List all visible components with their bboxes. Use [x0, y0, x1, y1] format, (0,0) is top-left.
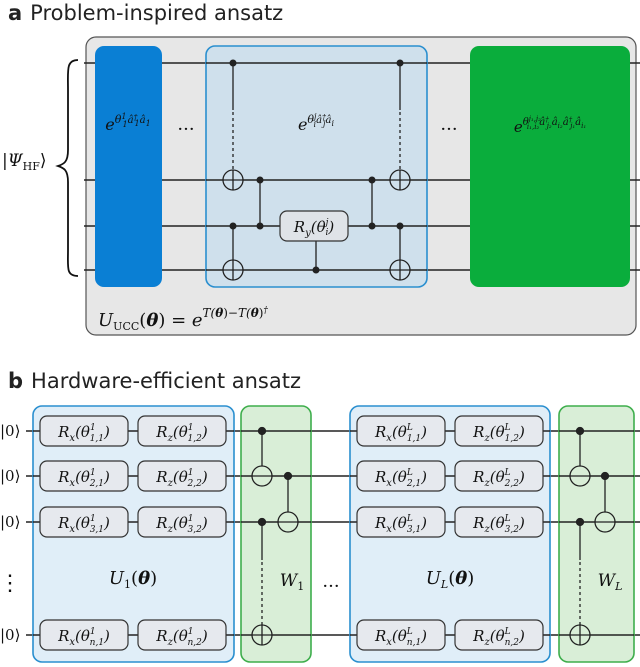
cnot-right-top — [389, 59, 411, 191]
ellipsis-a-right: ··· — [440, 119, 457, 140]
ellipsis-a-left: ··· — [177, 119, 194, 140]
qubit-brace — [55, 59, 79, 277]
layer-u1-label: U1(θ) — [109, 568, 157, 591]
ry-gate — [279, 210, 349, 242]
entangler-wl-box — [558, 405, 635, 663]
ket-zero-n: |0⟩ — [0, 626, 20, 644]
wl-cnots — [569, 426, 616, 646]
ellipsis-b: ··· — [322, 576, 339, 597]
cnot-left-top — [222, 59, 244, 191]
qubit-vdots: ⋮ — [0, 571, 21, 596]
cnot-right-bottom — [389, 222, 411, 281]
entangler-w1-box — [240, 405, 312, 663]
hf-input-state: |ΨHF⟩ — [2, 151, 47, 173]
ket-zero-3: |0⟩ — [0, 513, 20, 531]
cnot-left-bottom — [222, 222, 244, 281]
double-excitation-block — [470, 46, 630, 287]
layer-ul-label: UL(θ) — [426, 568, 475, 591]
ket-zero-2: |0⟩ — [0, 467, 20, 485]
cz-right — [368, 176, 376, 230]
single-excitation-block — [95, 46, 162, 287]
cz-left — [256, 176, 264, 230]
ket-zero-1: |0⟩ — [0, 422, 20, 440]
w1-cnots — [251, 426, 299, 646]
